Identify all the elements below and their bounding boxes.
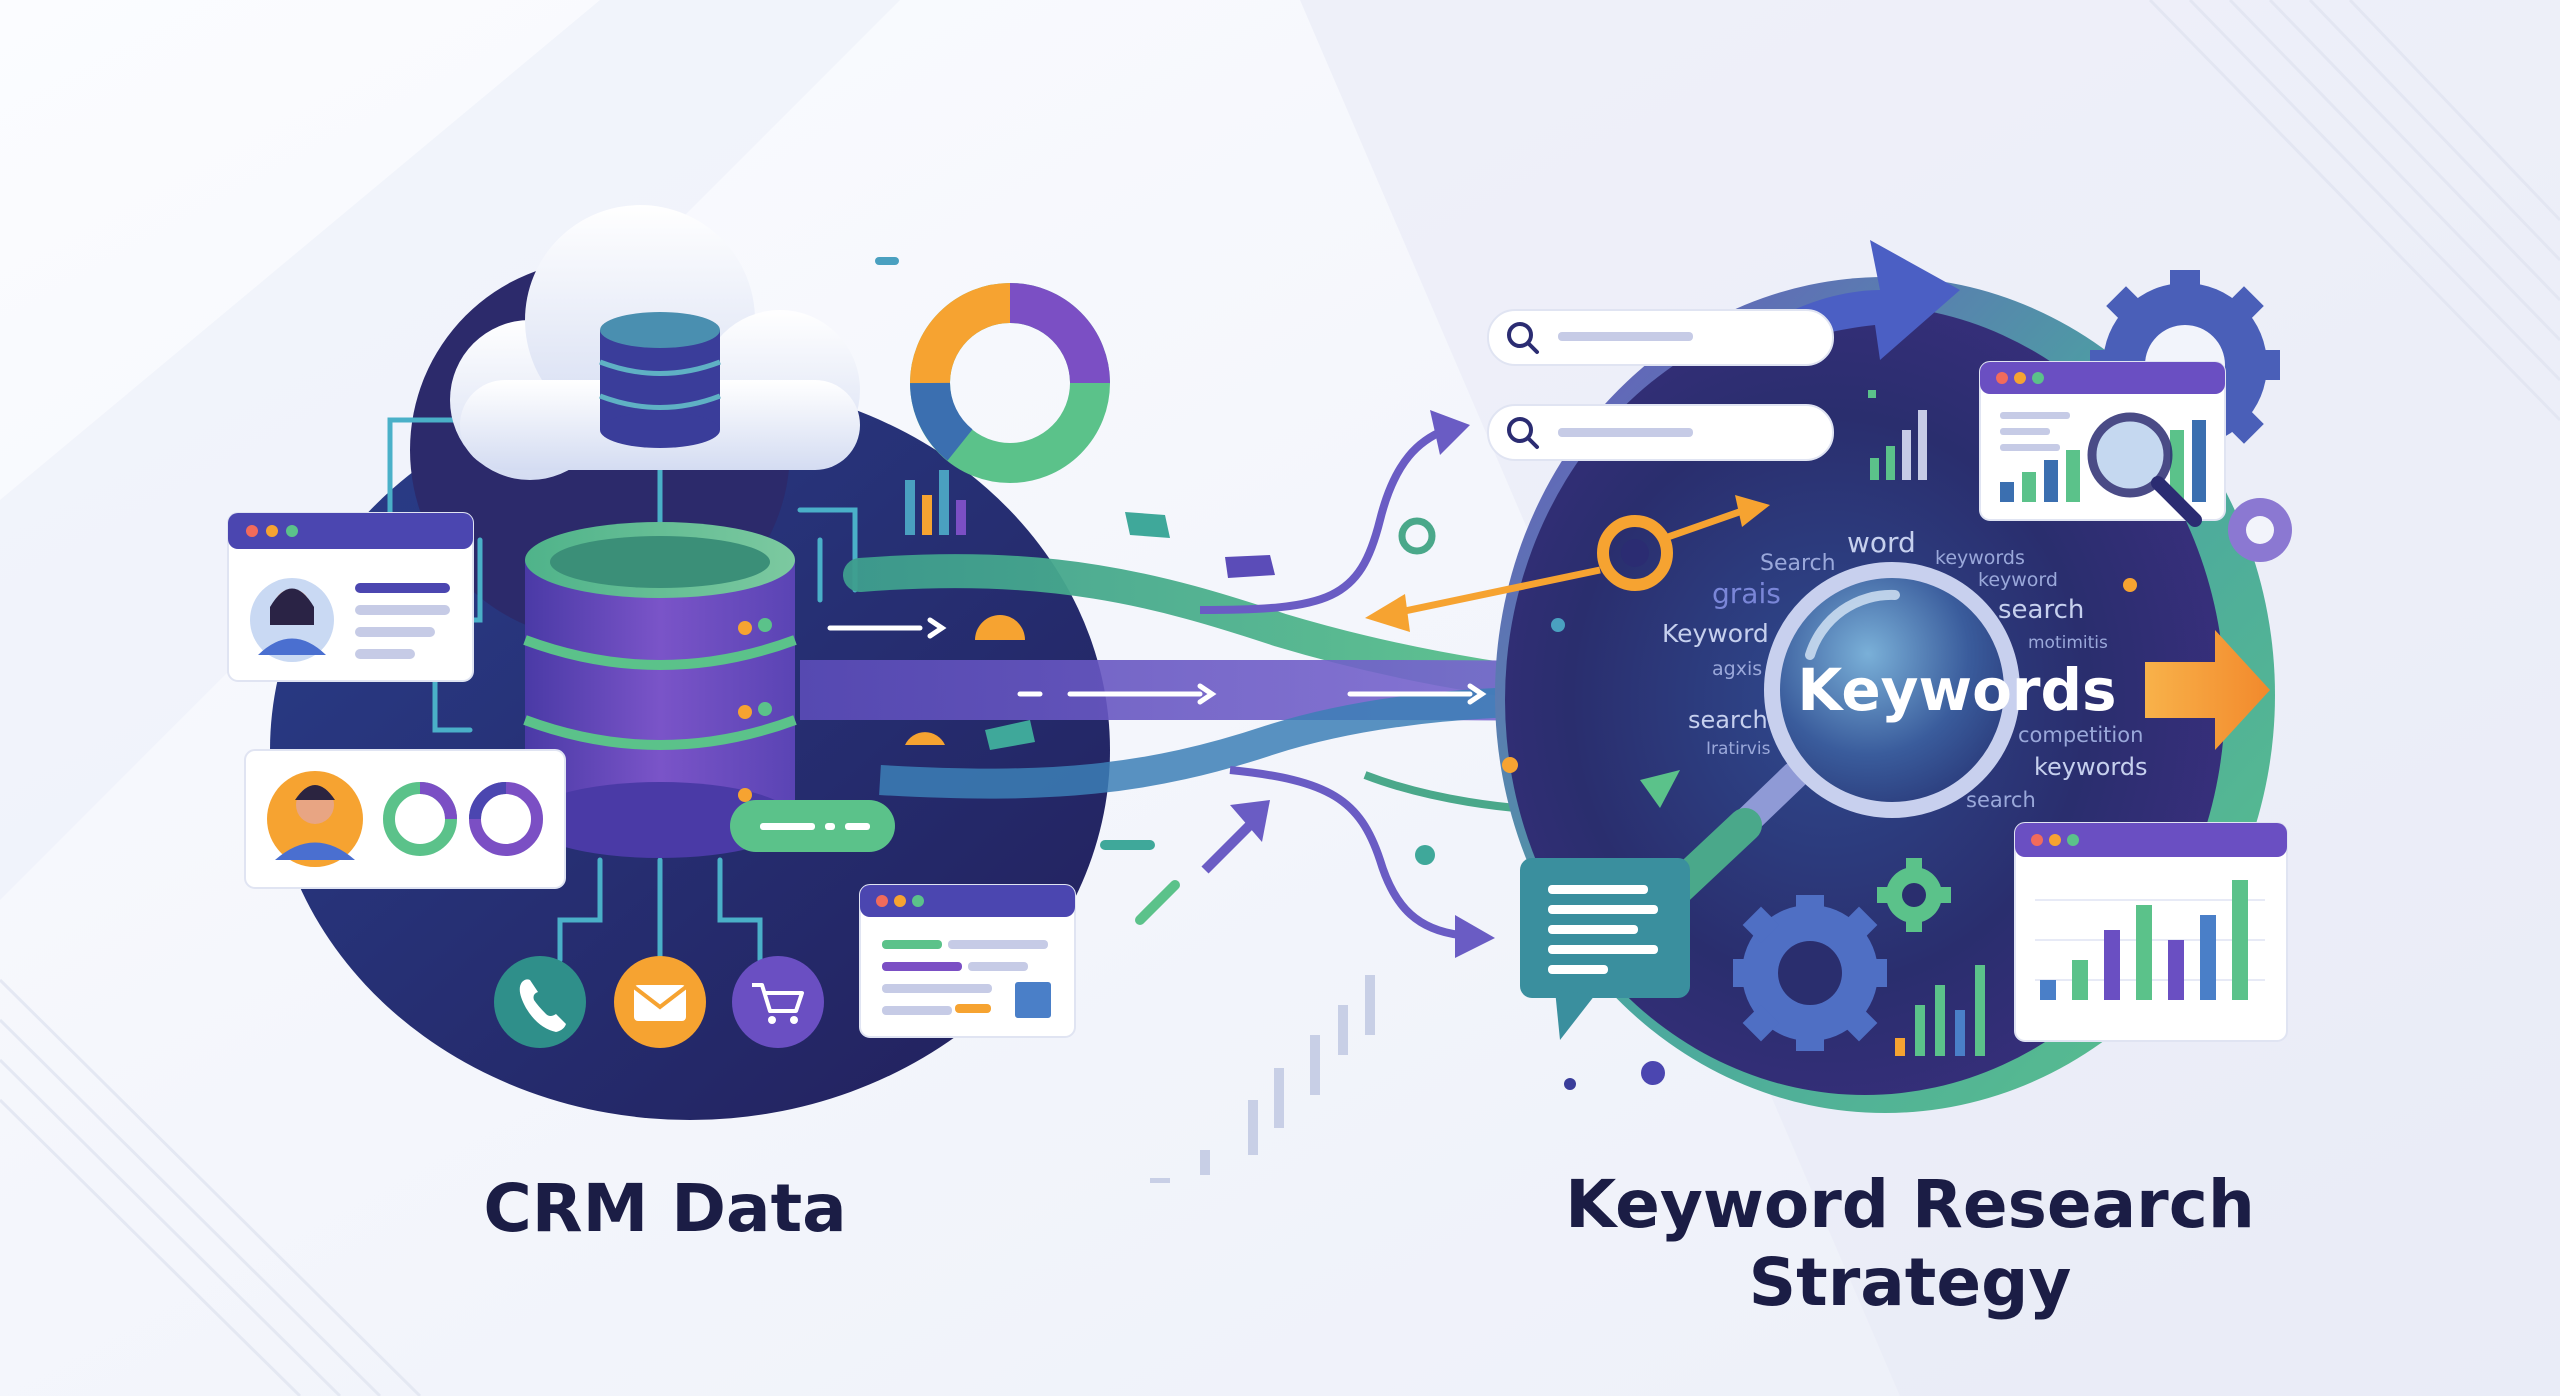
accent-dot bbox=[2123, 578, 2137, 592]
accent-shape bbox=[985, 720, 1035, 750]
analytics-card bbox=[1979, 361, 2226, 527]
dashboard-card bbox=[859, 884, 1076, 1038]
keyword-word: agxis bbox=[1712, 658, 1762, 680]
accent-dot bbox=[1551, 618, 1565, 632]
keyword-word: competition bbox=[2018, 723, 2143, 747]
arrow-icon bbox=[1455, 915, 1495, 958]
arrow-icon bbox=[1365, 594, 1410, 632]
orange-arrow bbox=[1399, 566, 1601, 616]
analytics-card bbox=[2014, 822, 2288, 1042]
faint-bars bbox=[1150, 975, 1375, 1183]
database-icon bbox=[599, 312, 721, 448]
keyword-word: search bbox=[1688, 706, 1768, 734]
curved-arrow bbox=[1199, 426, 1447, 614]
accent-shape bbox=[1125, 512, 1170, 538]
magnifier-icon bbox=[2087, 412, 2202, 527]
keywords-title: Keywords bbox=[1797, 656, 2116, 724]
keyword-cluster: Search word keywords keyword grais Keywo… bbox=[1365, 240, 2292, 1113]
gear-icon bbox=[1733, 895, 1887, 1051]
keyword-word: keyword bbox=[1978, 569, 2058, 591]
user-avatar-icon bbox=[267, 771, 363, 867]
profile-card bbox=[227, 512, 474, 682]
caption-line: Strategy bbox=[1748, 1244, 2072, 1321]
mail-icon bbox=[614, 956, 706, 1048]
search-bar bbox=[1487, 309, 1834, 366]
search-icon bbox=[1507, 417, 1539, 449]
keyword-word: Keyword bbox=[1662, 619, 1769, 648]
accent-dot bbox=[1415, 845, 1435, 865]
accent-dot bbox=[1502, 757, 1518, 773]
curved-arrow bbox=[1229, 766, 1461, 939]
chat-icon bbox=[730, 800, 895, 852]
arrow-icon bbox=[1640, 770, 1680, 808]
accent-shape bbox=[1100, 840, 1155, 850]
crm-data-caption: CRM Data bbox=[483, 1170, 847, 1247]
accent-shape bbox=[905, 732, 945, 745]
arrow-icon bbox=[1430, 410, 1470, 455]
keyword-word: word bbox=[1847, 526, 1916, 559]
keyword-word: grais bbox=[1712, 577, 1781, 610]
ring-icon bbox=[469, 782, 507, 820]
bar-chart-icon bbox=[2000, 420, 2206, 502]
ring-icon bbox=[419, 782, 457, 820]
curved-arrow bbox=[1201, 821, 1254, 874]
accent-dot bbox=[1641, 1061, 1665, 1085]
keyword-word: keywords bbox=[2034, 753, 2148, 781]
keyword-word: Search bbox=[1760, 551, 1836, 576]
keyword-word: keywords bbox=[1935, 547, 2025, 569]
customer-card bbox=[244, 749, 566, 889]
keyword-word: search bbox=[1998, 595, 2084, 625]
accent-dot bbox=[1564, 1078, 1576, 1090]
keyword-word: motimitis bbox=[2028, 633, 2108, 653]
gear-icon bbox=[1877, 858, 1951, 932]
accent-shape bbox=[1135, 880, 1180, 925]
search-icon bbox=[1507, 322, 1539, 354]
bar-chart-icon bbox=[905, 470, 966, 535]
phone-icon bbox=[494, 956, 586, 1048]
bar-chart-icon bbox=[1895, 965, 1985, 1056]
keyword-research-caption: Keyword Research Strategy bbox=[1460, 1166, 2360, 1322]
accent-shape bbox=[1225, 555, 1275, 578]
search-bar bbox=[1487, 404, 1834, 461]
keyword-word: Iratirvis bbox=[1706, 739, 1771, 759]
arrow-icon bbox=[2145, 630, 2270, 750]
chat-icon bbox=[1520, 858, 1690, 1040]
database-icon bbox=[523, 522, 797, 858]
gear-icon bbox=[2228, 498, 2292, 562]
accent-dash bbox=[875, 257, 899, 265]
bar-chart-icon bbox=[1868, 390, 1927, 480]
accent-shape bbox=[975, 615, 1025, 640]
user-avatar-icon bbox=[250, 578, 334, 662]
keyword-word: search bbox=[1966, 788, 2036, 812]
caption-line: Keyword Research bbox=[1565, 1166, 2255, 1243]
orange-arrow bbox=[1663, 506, 1747, 542]
cart-icon bbox=[732, 956, 824, 1048]
arrow-icon bbox=[1230, 800, 1270, 842]
donut-chart-icon bbox=[910, 283, 1110, 483]
keyword-cloud: Search word keywords keyword grais Keywo… bbox=[1662, 526, 2148, 812]
bar-chart-icon bbox=[2040, 880, 2248, 1000]
accent-ring bbox=[1398, 517, 1436, 555]
target-icon bbox=[1597, 515, 1673, 591]
arrow-icon bbox=[1735, 495, 1770, 527]
